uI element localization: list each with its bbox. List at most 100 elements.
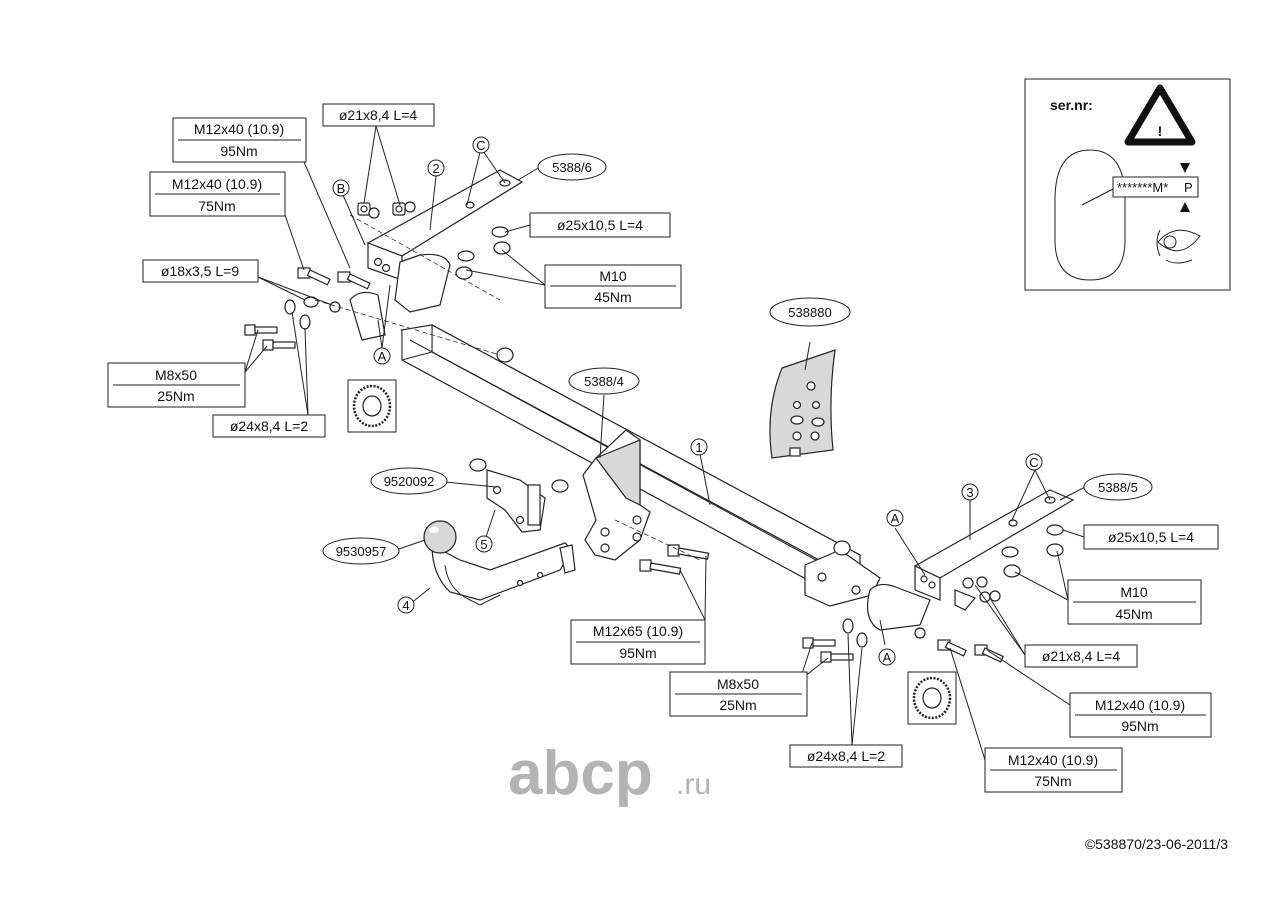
spec-left-m12x40-75nm: M12x40 (10.9) 75Nm <box>149 171 286 217</box>
part-number-9520092: 9520092 <box>370 467 448 495</box>
spec-line-2: 45Nm <box>594 289 631 305</box>
spec-line-2: 95Nm <box>220 143 257 159</box>
callout-2: 2 <box>427 159 445 177</box>
callout-a-right-bottom: A <box>878 648 896 666</box>
spec-text: ø18x3,5 L=9 <box>161 263 239 279</box>
spec-text: ø24x8,4 L=2 <box>807 748 885 764</box>
serial-number-panel: ser.nr: ! *******M* P <box>1024 78 1231 291</box>
left-side-bracket-part-2 <box>349 169 524 341</box>
tow-ball-part-4 <box>423 520 576 606</box>
spec-right-washer-21: ø21x8,4 L=4 <box>1024 644 1138 668</box>
part-number-9530957: 9530957 <box>322 537 400 565</box>
spec-line-1: M10 <box>1120 584 1147 600</box>
callout-a-right-top: A <box>886 509 904 527</box>
leader-lines <box>244 125 1086 761</box>
spec-center-washer-24: ø24x8,4 L=2 <box>789 744 903 768</box>
right-serrated-washer <box>907 671 957 725</box>
spec-line-2: 95Nm <box>1121 718 1158 734</box>
spec-line-1: M8x50 <box>717 676 759 692</box>
spec-line-1: M12x40 (10.9) <box>1008 752 1098 768</box>
spec-line-1: M12x40 (10.9) <box>1095 697 1185 713</box>
spec-line-2: 25Nm <box>719 697 756 713</box>
spec-left-m10: M10 45Nm <box>544 264 682 309</box>
spec-right-m12x40-75nm: M12x40 (10.9) 75Nm <box>984 747 1123 793</box>
center-bolt-m12x65-2 <box>667 544 710 560</box>
warning-triangle-icon: ! <box>1124 84 1196 146</box>
spec-right-m10: M10 45Nm <box>1067 579 1202 625</box>
spec-left-washer-24: ø24x8,4 L=2 <box>212 414 326 438</box>
callout-text: C <box>1029 455 1038 470</box>
part-number-text: 538880 <box>788 305 831 320</box>
center-clamp-bracket <box>582 429 651 561</box>
callout-text: B <box>337 181 346 196</box>
part-number-text: 5388/5 <box>1098 480 1138 495</box>
spec-line-2: 45Nm <box>1115 606 1152 622</box>
left-nut-2 <box>392 202 406 216</box>
spec-center-m12x65: M12x65 (10.9) 95Nm <box>570 619 706 665</box>
spec-text: ø25x10,5 L=4 <box>557 217 643 233</box>
callout-c-right: C <box>1025 453 1043 471</box>
spec-line-1: M12x40 (10.9) <box>194 121 284 137</box>
left-nut-1 <box>357 202 371 216</box>
callout-text: A <box>883 650 892 665</box>
spec-left-m8x50: M8x50 25Nm <box>107 362 246 408</box>
arrow-down-icon <box>1180 163 1190 173</box>
spec-line-1: M10 <box>599 268 626 284</box>
callout-text: A <box>891 511 900 526</box>
spec-right-m12x40-95nm: M12x40 (10.9) 95Nm <box>1069 692 1212 738</box>
part-number-text: 9520092 <box>384 474 435 489</box>
center-bolt-m12x65-1 <box>639 559 682 575</box>
callout-3: 3 <box>961 483 979 501</box>
spec-line-1: M12x65 (10.9) <box>593 623 683 639</box>
serial-plate-text: *******M* <box>1117 180 1168 195</box>
left-bolt-m12-1 <box>297 267 331 286</box>
spec-line-1: M8x50 <box>155 367 197 383</box>
socket-plate-part-5 <box>469 458 569 533</box>
part-number-538880: 538880 <box>769 297 851 327</box>
spec-left-washer-18: ø18x3,5 L=9 <box>142 259 259 283</box>
spec-line-2: 75Nm <box>198 198 235 214</box>
right-bolt-m8-1 <box>802 637 836 649</box>
watermark-main: abcp <box>508 744 653 808</box>
part-number-text: 5388/6 <box>552 160 592 175</box>
spec-text: ø24x8,4 L=2 <box>230 418 308 434</box>
part-number-5388-6: 5388/6 <box>537 153 607 181</box>
left-bolt-m12-2 <box>337 271 371 290</box>
callout-text: 3 <box>966 485 973 500</box>
part-number-text: 9530957 <box>336 544 387 559</box>
arrow-up-icon <box>1180 202 1190 212</box>
serial-plate-suffix: P <box>1184 180 1193 195</box>
spec-center-m8x50: M8x50 25Nm <box>669 671 808 717</box>
serial-label: ser.nr: <box>1050 97 1093 113</box>
watermark-logo: abcp .ru <box>508 739 738 814</box>
spec-line-2: 75Nm <box>1034 773 1071 789</box>
callout-c-left: C <box>472 136 490 154</box>
plate-oval-icon <box>1054 149 1126 281</box>
spec-left-washer-25: ø25x10,5 L=4 <box>529 212 671 238</box>
left-bolt-m8-2 <box>262 339 296 351</box>
spec-text: ø25x10,5 L=4 <box>1108 529 1194 545</box>
right-bolt-m8-2 <box>820 651 854 663</box>
eye-icon <box>1156 229 1201 264</box>
part-number-5388-4: 5388/4 <box>568 367 640 395</box>
left-serrated-washer <box>347 379 397 433</box>
part-number-text: 5388/4 <box>584 374 624 389</box>
callout-text: A <box>378 349 387 364</box>
copyright-footer: ©538870/23-06-2011/3 <box>1085 836 1228 852</box>
serial-plate <box>1112 176 1199 198</box>
right-bolt-m12-1 <box>937 639 967 657</box>
spec-left-m12x40-95nm: M12x40 (10.9) 95Nm <box>172 117 307 163</box>
callout-a-left: A <box>373 347 391 365</box>
spec-right-washer-25: ø25x10,5 L=4 <box>1083 524 1219 550</box>
warning-exclamation: ! <box>1158 123 1163 139</box>
right-bolt-m12-2 <box>974 644 1004 663</box>
spec-line-1: M12x40 (10.9) <box>172 176 262 192</box>
right-fasteners <box>802 524 1064 663</box>
watermark-suffix: .ru <box>676 768 711 801</box>
callout-4: 4 <box>397 596 415 614</box>
spec-left-washer-21: ø21x8,4 L=4 <box>322 103 435 127</box>
callout-1: 1 <box>690 438 708 456</box>
callout-b-left: B <box>332 179 350 197</box>
spec-line-2: 25Nm <box>157 388 194 404</box>
